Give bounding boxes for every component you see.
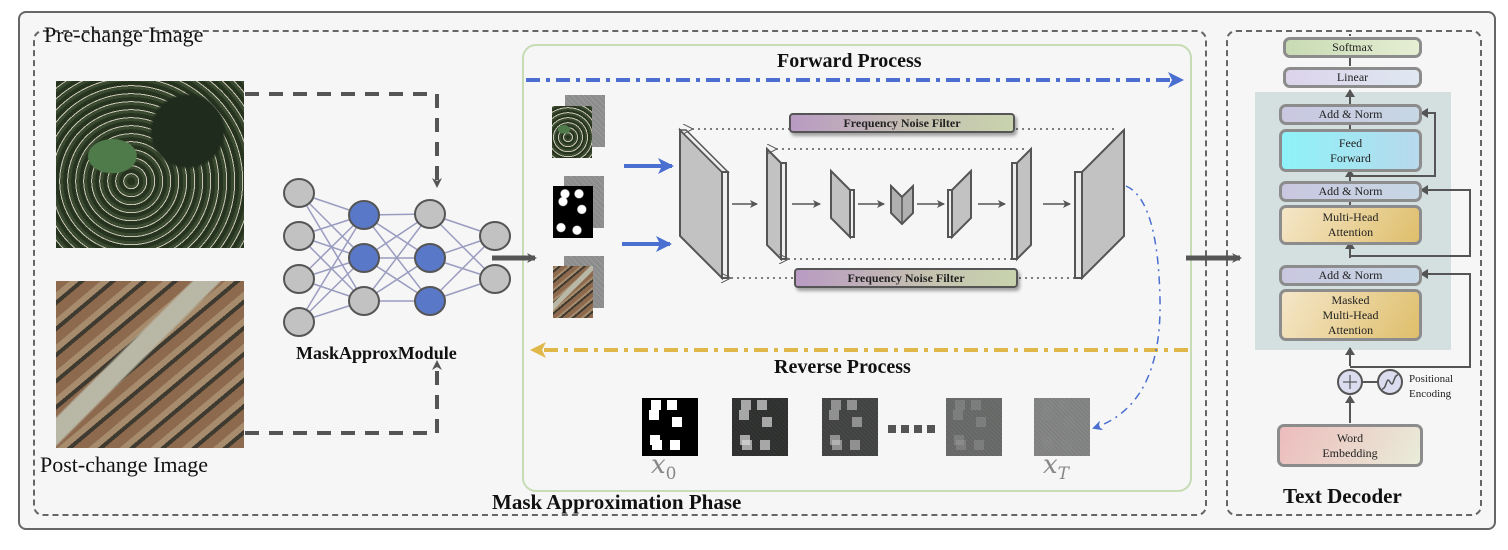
unet-bottleneck-block xyxy=(890,183,914,226)
linear-block: Linear xyxy=(1283,67,1422,88)
unet-decoder-block-1 xyxy=(947,168,972,240)
xT-label: xT xyxy=(1043,450,1070,485)
unet-decoder-block-2 xyxy=(1011,146,1032,262)
unet-to-xT-arrow xyxy=(1092,185,1161,431)
residual-mha xyxy=(1350,185,1471,257)
network-node xyxy=(283,307,315,337)
unet-encoder-block-1 xyxy=(678,127,730,281)
unet-decoder-block-3 xyxy=(1074,127,1125,281)
network-node xyxy=(283,221,315,251)
add-norm-block-bottom: Add & Norm xyxy=(1279,265,1422,286)
network-node-active xyxy=(414,286,446,316)
residual-mmha xyxy=(1350,269,1471,368)
network-edge xyxy=(298,214,365,323)
network-node xyxy=(348,286,380,316)
mask-approx-network xyxy=(283,178,511,337)
post-change-image-label: Post-change Image xyxy=(40,452,208,477)
mask-approximation-phase-box xyxy=(33,30,1207,516)
unet-encoder-block-3 xyxy=(830,168,855,240)
diffusion-process-box xyxy=(522,44,1192,492)
sequence-ellipsis xyxy=(888,425,935,433)
post-image-to-module-arrow xyxy=(245,360,442,435)
mask-approximation-phase-title: Mask Approximation Phase xyxy=(492,490,742,514)
network-node-active xyxy=(414,243,446,273)
noise-step-tile xyxy=(732,398,788,456)
pre-change-image xyxy=(56,81,244,248)
mask-approx-module-label: MaskApproxModule xyxy=(296,343,457,363)
unet-encoder-block-2 xyxy=(766,146,787,262)
network-node xyxy=(414,199,446,229)
network-node-active xyxy=(348,200,380,230)
frequency-noise-filter-bottom: Frequency Noise Filter xyxy=(794,268,1018,288)
post-change-image xyxy=(56,281,244,448)
reverse-process-label: Reverse Process xyxy=(774,356,911,378)
network-node-active xyxy=(348,243,380,273)
pre-image-to-module-arrow xyxy=(245,92,442,188)
x0-label: x0 xyxy=(651,450,677,485)
noise-step-tile xyxy=(822,398,878,456)
add-norm-block-middle: Add & Norm xyxy=(1279,181,1422,202)
noise-step-tile xyxy=(642,398,698,456)
network-node xyxy=(283,264,315,294)
network-edge xyxy=(363,213,431,302)
network-node xyxy=(283,178,315,208)
forward-process-label: Forward Process xyxy=(777,50,922,72)
network-node xyxy=(479,264,511,294)
network-node xyxy=(479,221,511,251)
text-decoder-title: Text Decoder xyxy=(1283,484,1402,508)
pre-change-image-label: Pre-change Image xyxy=(44,22,204,47)
noise-step-tile xyxy=(1034,398,1090,456)
residual-ff xyxy=(1350,108,1436,177)
add-norm-block-top: Add & Norm xyxy=(1279,104,1422,125)
text-decoder-box xyxy=(1226,30,1482,516)
noise-step-tile xyxy=(946,398,1002,456)
softmax-block: Softmax xyxy=(1283,37,1422,58)
frequency-noise-filter-top: Frequency Noise Filter xyxy=(789,113,1015,133)
